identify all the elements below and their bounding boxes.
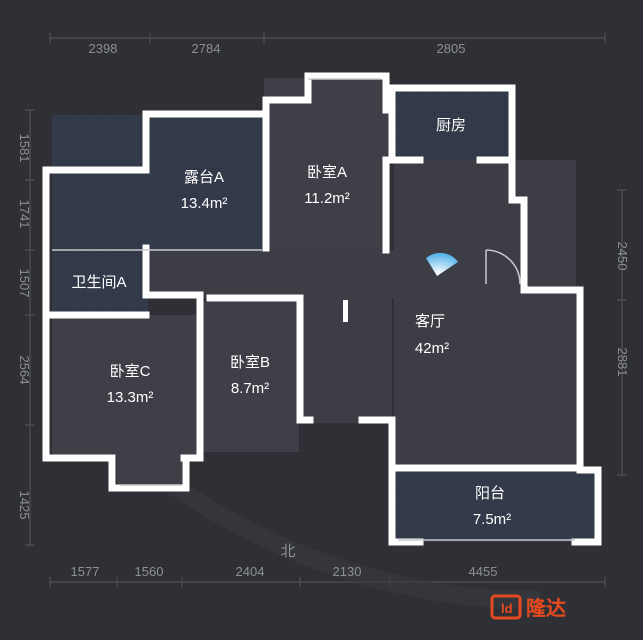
brand-mark-letter: ld [501, 601, 513, 616]
room-name-living-room: 客厅 [415, 313, 445, 330]
dim-bottom-1: 1577 [71, 564, 100, 579]
dim-left-3: 1507 [17, 269, 32, 298]
floor-balcony [392, 472, 595, 542]
dim-top-1: 2398 [89, 41, 118, 56]
floor-living-room [394, 160, 576, 470]
room-name-terrace-a: 露台A [184, 169, 224, 186]
dim-bottom-5: 4455 [469, 564, 498, 579]
room-name-bedroom-a: 卧室A [307, 164, 347, 181]
dim-left-4: 2564 [17, 356, 32, 385]
dimension-lines [25, 33, 627, 587]
brand-logo: ld 隆达 [490, 594, 566, 620]
compass-north-label: 北 [280, 543, 295, 560]
dim-bottom-3: 2404 [236, 564, 265, 579]
openings [52, 78, 575, 541]
room-name-bathroom-a: 卫生间A [71, 274, 126, 291]
compass-arc [144, 462, 541, 609]
room-area-balcony: 7.5m² [473, 511, 511, 528]
room-area-bedroom-a: 11.2m² [304, 190, 350, 207]
room-name-balcony: 阳台 [475, 485, 505, 502]
floor-corridor [148, 250, 394, 298]
viewer-cone-icon [426, 252, 458, 276]
dim-right-2: 2881 [615, 348, 630, 377]
room-name-kitchen: 厨房 [436, 117, 466, 134]
floor-bedroom-c [52, 315, 197, 455]
floor-terrace-a [52, 115, 264, 250]
floor-bathroom-a [52, 250, 148, 315]
dim-bottom-4: 2130 [333, 564, 362, 579]
walls [42, 72, 602, 546]
dim-top-2: 2784 [192, 41, 221, 56]
dim-right-1: 2450 [615, 242, 630, 271]
room-area-bedroom-b: 8.7m² [231, 380, 269, 397]
brand-logo-text: 隆达 [526, 596, 566, 620]
column-marker [343, 300, 348, 322]
dim-bottom-2: 1560 [135, 564, 164, 579]
dim-left-5: 1425 [17, 491, 32, 520]
room-area-terrace-a: 13.4m² [181, 195, 228, 212]
floors [52, 78, 595, 542]
floor-kitchen [394, 88, 508, 160]
floor-bedroom-b [203, 302, 299, 452]
room-name-bedroom-b: 卧室B [230, 354, 270, 371]
room-area-living-room: 42m² [415, 340, 449, 357]
room-name-bedroom-c: 卧室C [110, 363, 151, 380]
room-area-bedroom-c: 13.3m² [107, 389, 154, 406]
dim-left-2: 1741 [17, 200, 32, 229]
brand-mark-icon [490, 594, 522, 620]
dim-left-1: 1581 [17, 134, 32, 163]
floor-bedroom-a [264, 78, 390, 250]
dim-top-3: 2805 [437, 41, 466, 56]
